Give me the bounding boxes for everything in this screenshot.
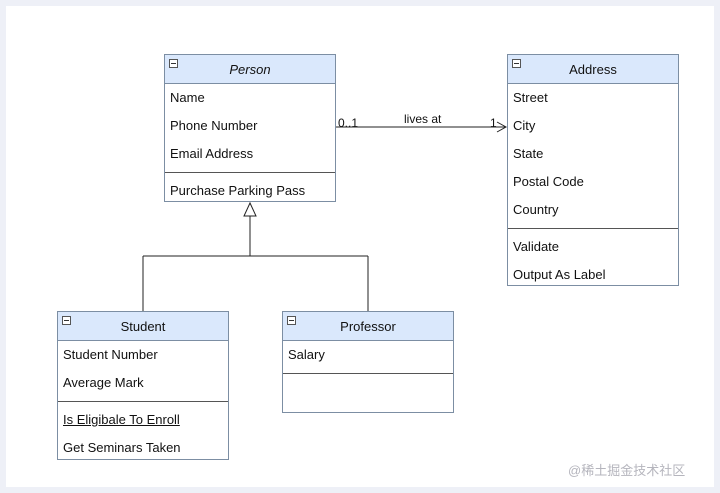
method-validate[interactable]: Validate — [513, 239, 560, 254]
source-multiplicity: 0..1 — [338, 116, 359, 130]
method-purchase-parking-pass[interactable]: Purchase Parking Pass — [170, 183, 306, 198]
address-class[interactable]: Address Street City State Postal Code Co… — [507, 54, 679, 286]
collapse-icon[interactable] — [62, 316, 71, 325]
address-class-name: Address — [569, 61, 617, 77]
collapse-icon[interactable] — [169, 59, 178, 68]
class-divider — [165, 172, 335, 173]
professor-methods-compartment[interactable] — [283, 378, 453, 417]
generalization-line — [142, 216, 369, 312]
association-arrowhead — [496, 121, 508, 133]
address-class-header[interactable]: Address — [508, 55, 678, 84]
attribute-email-address[interactable]: Email Address — [170, 146, 254, 161]
method-is-eligible-to-enroll[interactable]: Is Eligibale To Enroll — [63, 412, 180, 427]
student-class-header[interactable]: Student — [58, 312, 228, 341]
person-class-header[interactable]: Person — [165, 55, 335, 84]
professor-class-header[interactable]: Professor — [283, 312, 453, 341]
professor-class-name: Professor — [340, 318, 396, 334]
association-label: lives at — [404, 112, 442, 126]
attribute-phone-number[interactable]: Phone Number — [170, 118, 258, 133]
collapse-icon[interactable] — [512, 59, 521, 68]
attribute-postal-code[interactable]: Postal Code — [513, 174, 584, 189]
collapse-icon[interactable] — [287, 316, 296, 325]
attribute-street[interactable]: Street — [513, 90, 548, 105]
target-multiplicity: 1 — [490, 116, 497, 130]
class-divider — [508, 228, 678, 229]
attribute-country[interactable]: Country — [513, 202, 559, 217]
attribute-average-mark[interactable]: Average Mark — [63, 375, 144, 390]
generalization-arrowhead — [243, 201, 257, 217]
method-get-seminars-taken[interactable]: Get Seminars Taken — [63, 440, 181, 455]
attribute-salary[interactable]: Salary — [288, 347, 325, 362]
professor-class[interactable]: Professor Salary — [282, 311, 454, 413]
watermark: @稀土掘金技术社区 — [568, 463, 686, 478]
class-divider — [58, 401, 228, 402]
attribute-city[interactable]: City — [513, 118, 536, 133]
student-class-name: Student — [120, 318, 166, 334]
attribute-state[interactable]: State — [513, 146, 544, 161]
class-divider — [283, 373, 453, 374]
student-class[interactable]: Student Student Number Average Mark Is E… — [57, 311, 229, 460]
person-class[interactable]: Person Name Phone Number Email Address P… — [164, 54, 336, 202]
attribute-student-number[interactable]: Student Number — [63, 347, 158, 362]
attribute-name[interactable]: Name — [170, 90, 205, 105]
method-output-as-label[interactable]: Output As Label — [513, 267, 606, 282]
person-class-name: Person — [229, 61, 271, 77]
